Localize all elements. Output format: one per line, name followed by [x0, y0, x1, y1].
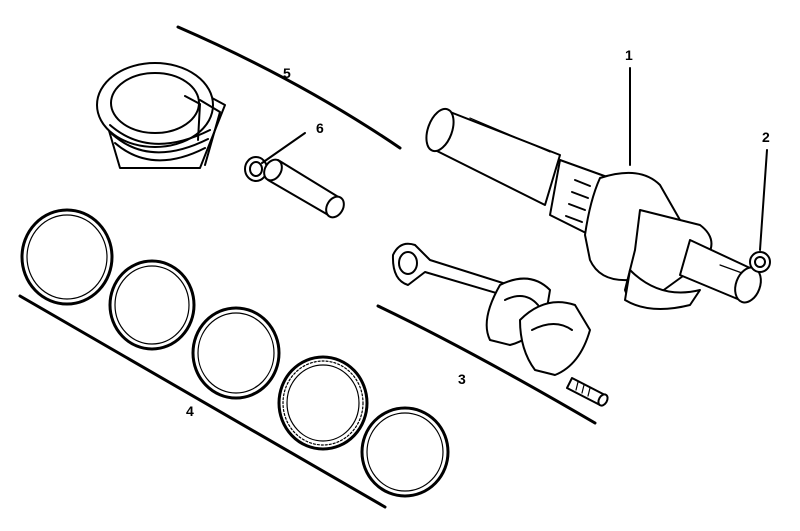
group-line-connecting-rod: [376, 304, 597, 425]
leader-line-6: [261, 132, 306, 164]
leader-line-2: [759, 149, 768, 251]
piston: [96, 62, 226, 169]
crankshaft: [425, 107, 762, 310]
rod-cap-bolt: [566, 377, 609, 407]
piston-rings: [20, 208, 450, 498]
group-line-piston: [176, 25, 402, 150]
piston-ring-4-expander: [277, 355, 369, 451]
callout-3: 3: [458, 371, 466, 387]
callout-4: 4: [186, 403, 194, 419]
connecting-rod: [391, 242, 591, 376]
group-line-rings: [18, 294, 387, 509]
crankshaft-seal: [749, 251, 771, 273]
piston-ring-2: [108, 259, 196, 351]
callout-6: 6: [316, 120, 324, 136]
piston-pin: [263, 158, 345, 219]
piston-ring-5: [360, 406, 450, 498]
piston-ring-3: [191, 306, 281, 400]
callout-2: 2: [762, 129, 770, 145]
connecting-rod-cap: [519, 301, 591, 376]
piston-ring-1: [20, 208, 114, 306]
callout-5: 5: [283, 65, 291, 81]
callout-1: 1: [625, 47, 633, 63]
